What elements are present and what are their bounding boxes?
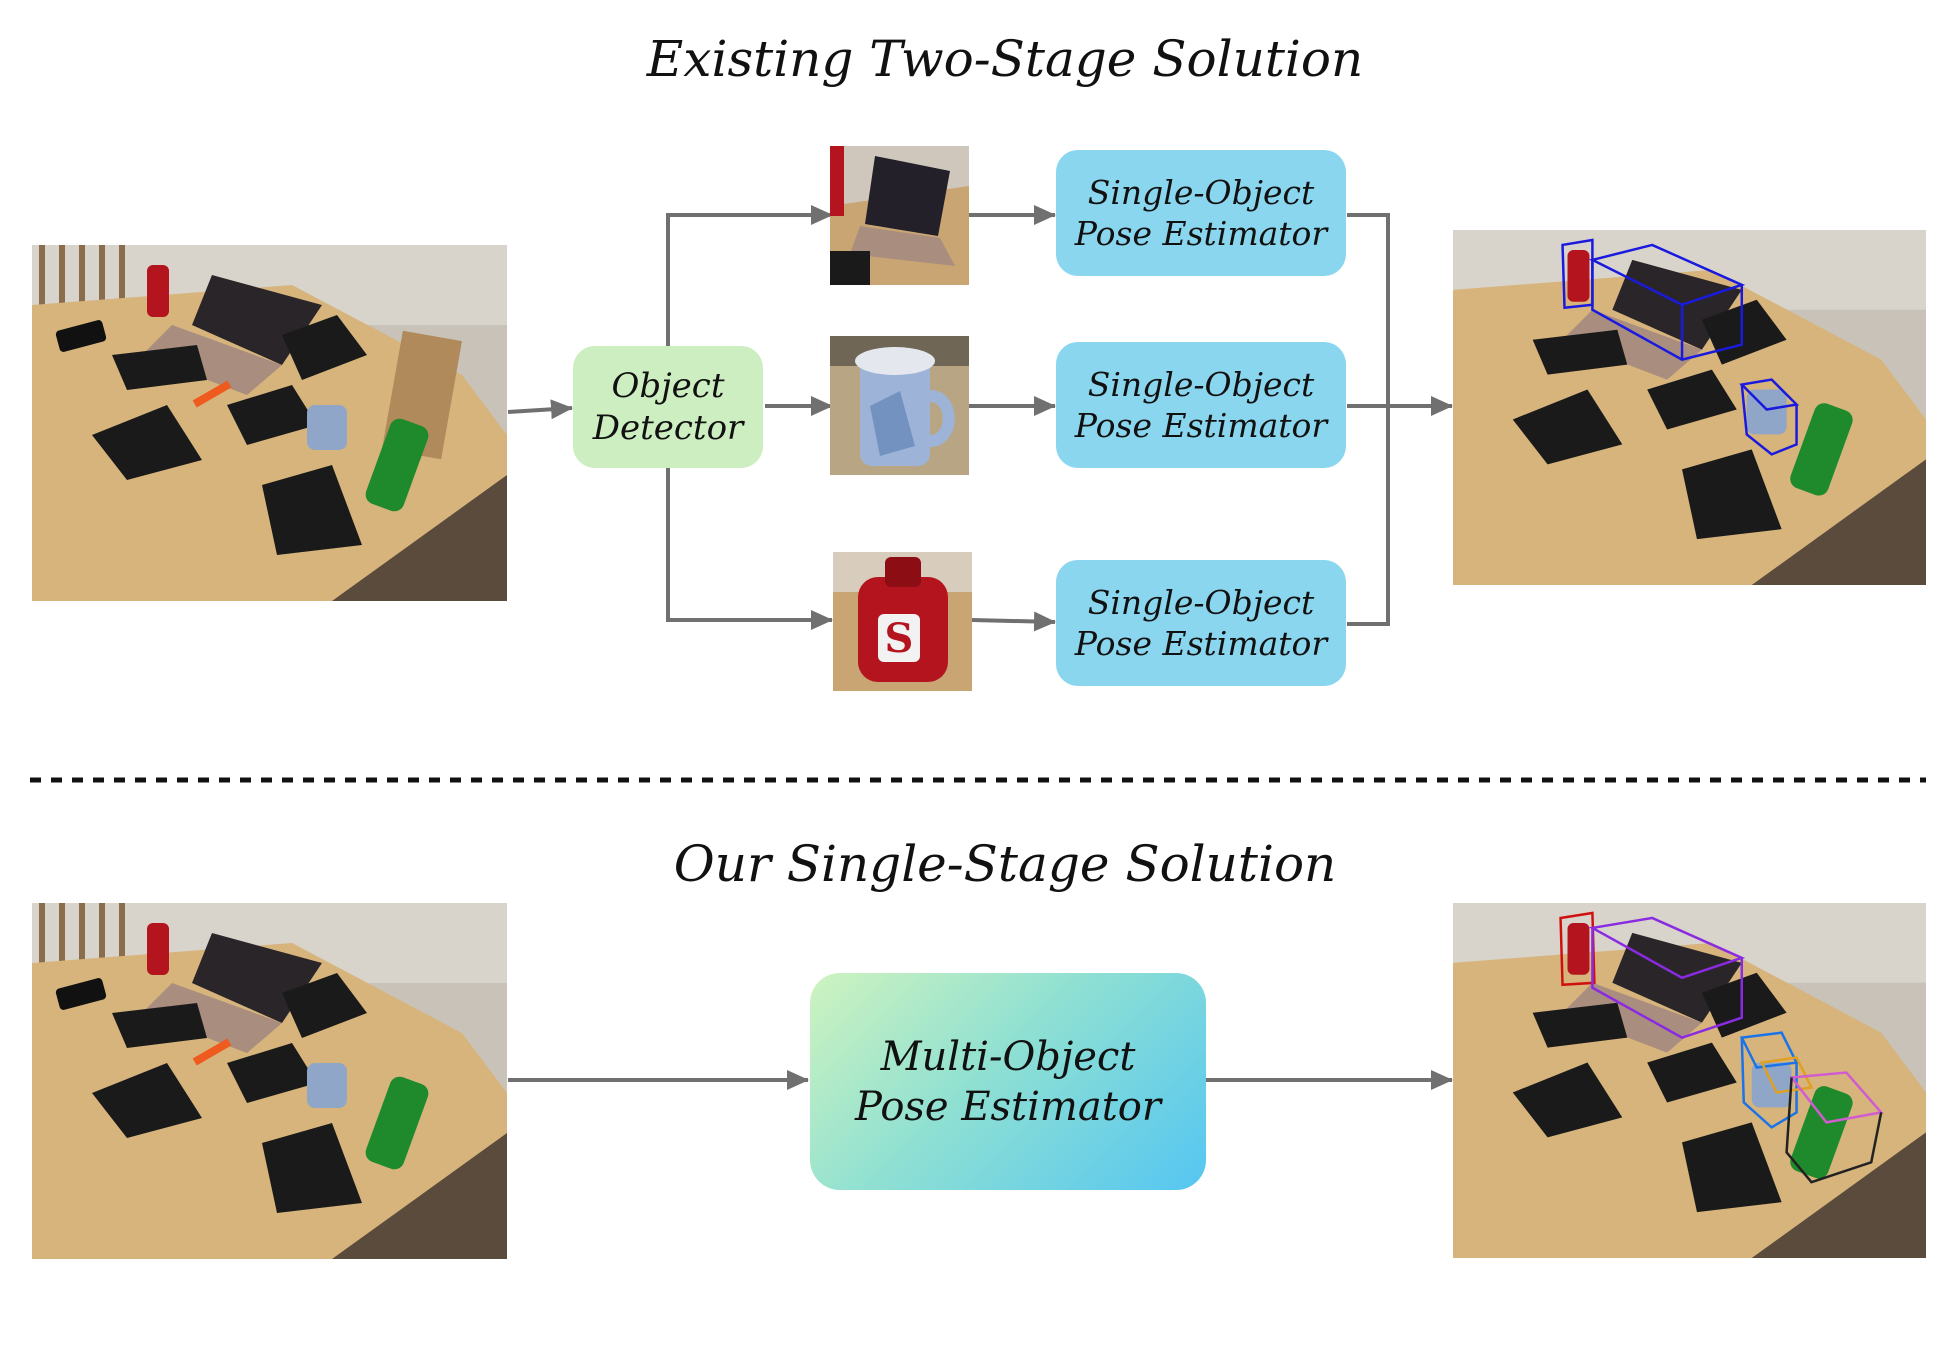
input-scene-photo-bottom [32,903,507,1259]
estimator-3-line2: Pose Estimator [1074,624,1328,663]
estimator-2-line1: Single-Object [1087,364,1315,404]
multi-object-estimator-box: Multi-Object Pose Estimator [810,973,1206,1190]
estimator-1-line2: Pose Estimator [1074,214,1328,253]
detector-label-line2: Detector [592,408,744,448]
single-stage-title: Our Single-Stage Solution [673,835,1337,893]
mug-crop-image [830,336,969,475]
input-scene-photo-top [32,245,507,601]
multi-estimator-line1: Multi-Object [880,1033,1136,1080]
two-stage-title: Existing Two-Stage Solution [646,30,1364,88]
multi-estimator-line2: Pose Estimator [855,1083,1161,1130]
output-scene-photo-top [1453,230,1926,585]
detector-label-line1: Object [611,365,725,406]
estimator-2-line2: Pose Estimator [1074,406,1328,445]
single-object-estimator-2: Single-Object Pose Estimator [1056,342,1346,468]
single-object-estimator-1: Single-Object Pose Estimator [1056,150,1346,276]
laptop-crop-image [830,146,969,285]
single-object-estimator-3: Single-Object Pose Estimator [1056,560,1346,686]
object-detector-box: Object Detector [573,346,763,468]
estimator-1-line1: Single-Object [1087,172,1315,212]
estimator-3-line1: Single-Object [1087,582,1315,622]
svg-text:S: S [885,615,914,662]
output-scene-photo-bottom [1453,903,1926,1258]
bottle-crop-image: S [833,552,972,691]
